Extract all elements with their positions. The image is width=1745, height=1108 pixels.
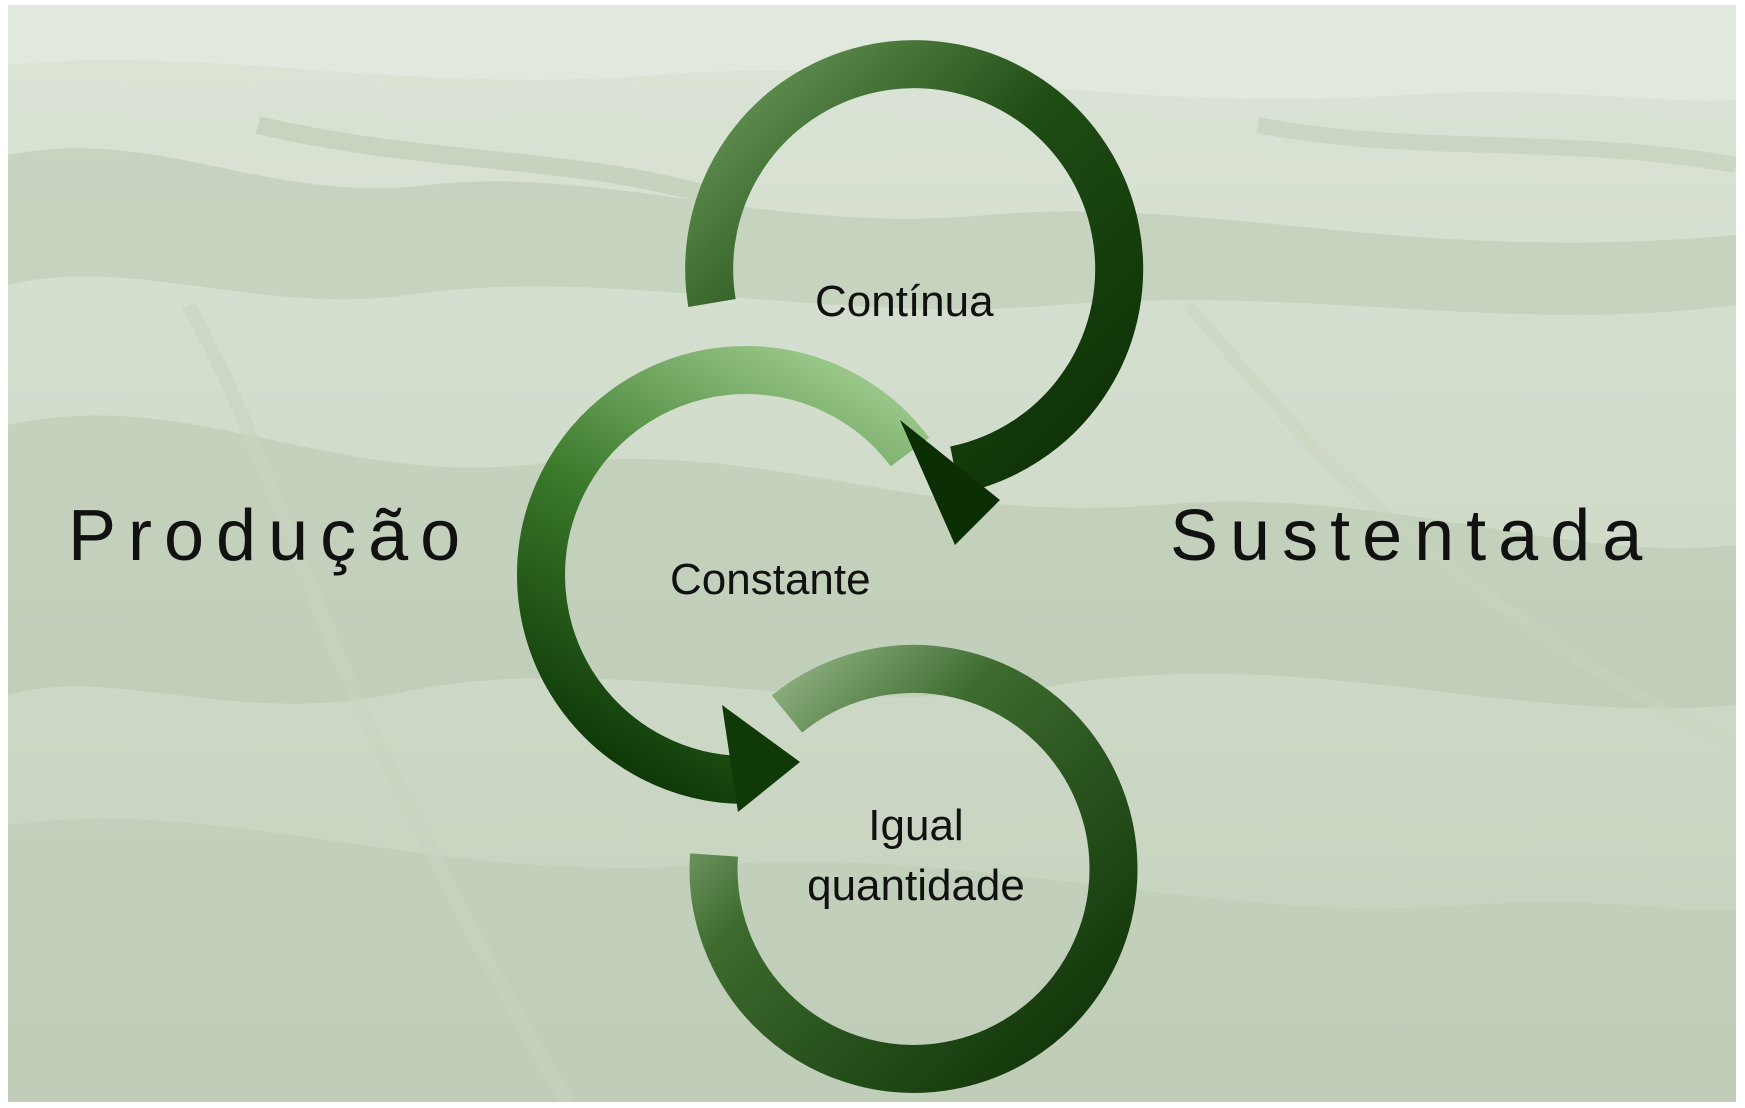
arrowhead-1-icon [900,420,1000,545]
step-label-constante: Constante [670,555,871,604]
step-label-igual-quantidade: Igual quantidade [786,796,1046,916]
right-title-word: Sustentada [1170,496,1655,576]
forest-landscape-image [8,5,1736,1102]
arrow-constante [517,346,930,812]
left-title-word: Produção [68,496,473,576]
step-label-line-2: quantidade [807,861,1025,910]
step-label-line-1: Igual [868,801,964,850]
arrow-igual-quantidade [689,644,1138,1093]
step-label-continua: Contínua [815,277,994,326]
forest-background-photo [8,5,1736,1102]
